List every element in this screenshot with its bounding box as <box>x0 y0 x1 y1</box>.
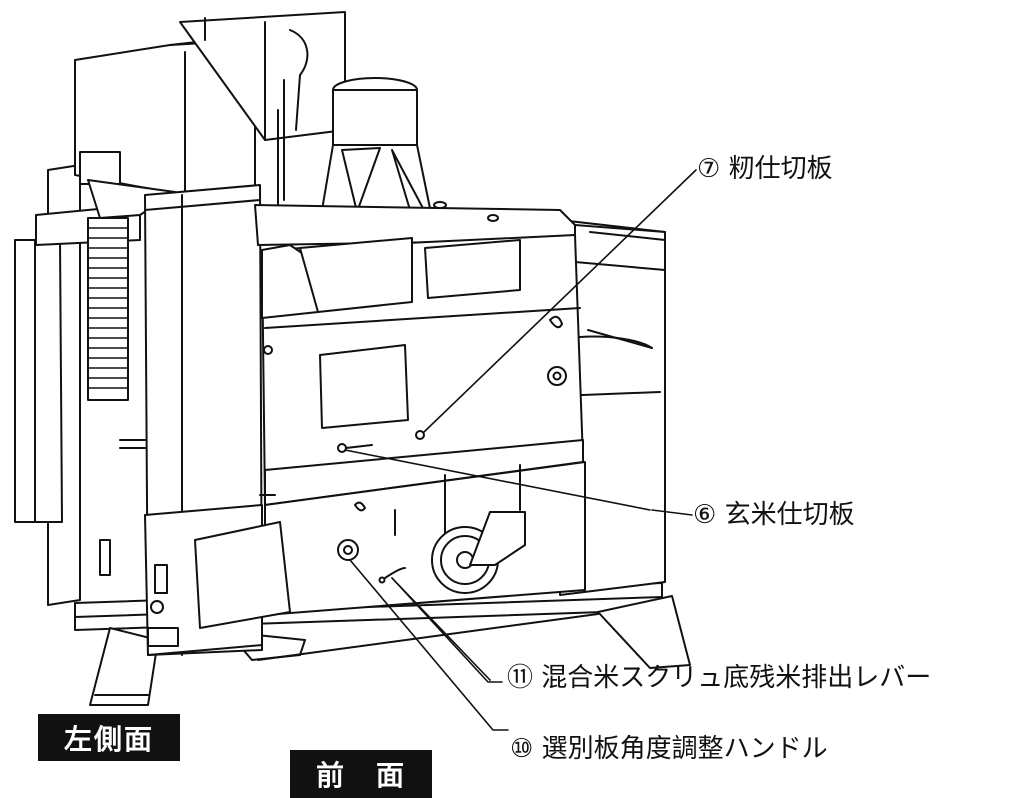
elevator-head <box>74 34 261 219</box>
top-frame <box>179 11 346 211</box>
exhaust-duct <box>319 77 433 223</box>
rear-housing <box>559 219 666 596</box>
main-cabinet <box>261 234 653 506</box>
corrugated-hose <box>87 217 129 401</box>
leader-lines <box>344 169 697 731</box>
lower-section <box>264 461 586 616</box>
label-front: 前 面 <box>290 750 432 798</box>
callout-screw-discharge-lever: ⑪ 混合米スクリュ底残米排出レバー <box>507 663 932 693</box>
callout-sort-plate-handle: ⑩ 選別板角度調整ハンドル <box>510 734 828 764</box>
top-deck <box>254 201 576 246</box>
callout-paddy-divider: ⑦ 籾仕切板 <box>697 154 833 184</box>
callout-brown-rice-divider: ⑥ 玄米仕切板 <box>693 500 855 530</box>
label-left-side: 左側面 <box>38 714 180 761</box>
lower-left-hood <box>144 494 291 656</box>
